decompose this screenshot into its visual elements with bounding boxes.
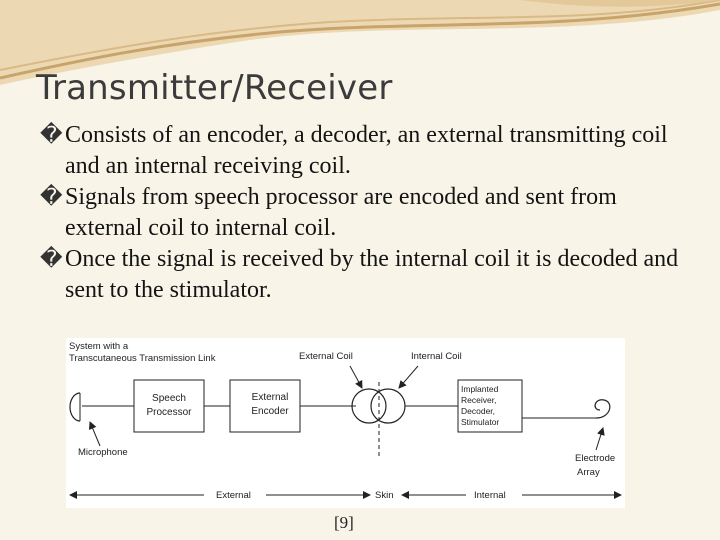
microphone-icon xyxy=(69,392,81,422)
internal-coil-label: Internal Coil xyxy=(411,351,462,362)
skin-label: Skin xyxy=(375,490,393,501)
electrode-label: Electrode xyxy=(575,453,615,464)
external-coil-arrow xyxy=(349,365,363,389)
bullet-text: Signals from speech processor are encode… xyxy=(65,184,617,241)
header-swoosh-decoration xyxy=(0,0,720,85)
implanted-label-line3: Decoder, xyxy=(461,406,495,416)
implanted-label-line2: Receiver, xyxy=(461,395,496,405)
electrode-array-icon xyxy=(594,399,611,419)
bullet-text: Once the signal is received by the inter… xyxy=(65,246,679,303)
system-diagram: System with a Transcutaneous Transmissio… xyxy=(69,341,622,501)
bullet-list: � Consists of an encoder, a decoder, an … xyxy=(40,120,690,306)
bullet-item: � Signals from speech processor are enco… xyxy=(40,182,690,244)
speech-processor-label: Speech xyxy=(152,393,186,404)
system-label-line2: Transcutaneous Transmission Link xyxy=(69,353,216,364)
implanted-label-line4: Stimulator xyxy=(461,417,499,427)
speech-processor-label-line2: Processor xyxy=(146,407,192,418)
bullet-item: � Consists of an encoder, a decoder, an … xyxy=(40,120,690,182)
implanted-receiver-box xyxy=(457,379,523,433)
system-label: System with a xyxy=(69,341,129,352)
internal-label: Internal xyxy=(474,490,506,501)
bullet-text: Consists of an encoder, a decoder, an ex… xyxy=(65,122,668,179)
external-coil-label: External Coil xyxy=(299,351,353,362)
electrode-arrow xyxy=(595,427,605,451)
electrode-label-line2: Array xyxy=(577,467,600,478)
citation: [9] xyxy=(334,513,354,532)
bullet-glyph: � xyxy=(40,185,63,210)
microphone-arrow xyxy=(89,421,101,447)
bullet-glyph: � xyxy=(40,123,63,148)
external-encoder-box xyxy=(229,379,301,433)
bullet-item: � Once the signal is received by the int… xyxy=(40,244,690,306)
slide-title: Transmitter/Receiver xyxy=(36,68,393,108)
microphone-label: Microphone xyxy=(78,447,128,458)
implanted-label: Implanted xyxy=(461,384,499,394)
system-diagram-figure: System with a Transcutaneous Transmissio… xyxy=(66,338,625,508)
speech-processor-box xyxy=(133,379,205,433)
internal-coil-icon xyxy=(370,388,406,424)
external-encoder-label: External xyxy=(252,392,289,403)
external-encoder-label-line2: Encoder xyxy=(251,406,289,417)
internal-coil-arrow xyxy=(398,365,419,389)
external-label: External xyxy=(216,490,251,501)
external-coil-icon xyxy=(351,388,387,424)
bullet-glyph: � xyxy=(40,247,63,272)
